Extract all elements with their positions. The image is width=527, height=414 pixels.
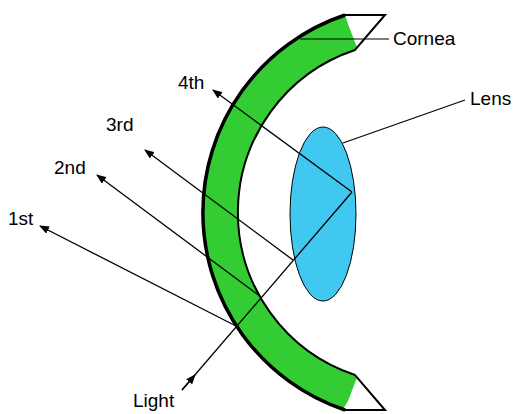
cornea-fill — [0, 0, 358, 414]
part-label: Cornea — [393, 28, 455, 50]
part-label: Lens — [470, 88, 511, 110]
reflected-ray — [213, 90, 352, 192]
cornea-border — [203, 15, 385, 410]
incident-ray — [182, 192, 352, 390]
reflected-ray — [97, 175, 261, 297]
leader-line — [300, 38, 389, 39]
part-label: Light — [133, 390, 174, 412]
incident-ray-head — [182, 375, 195, 390]
reflected-ray — [40, 226, 236, 326]
ray-label: 2nd — [54, 157, 86, 179]
reflected-ray — [145, 150, 293, 260]
ray-label: 3rd — [106, 114, 133, 136]
ray-label: 4th — [178, 72, 204, 94]
leader-line — [343, 100, 465, 143]
ray-label: 1st — [8, 208, 33, 230]
